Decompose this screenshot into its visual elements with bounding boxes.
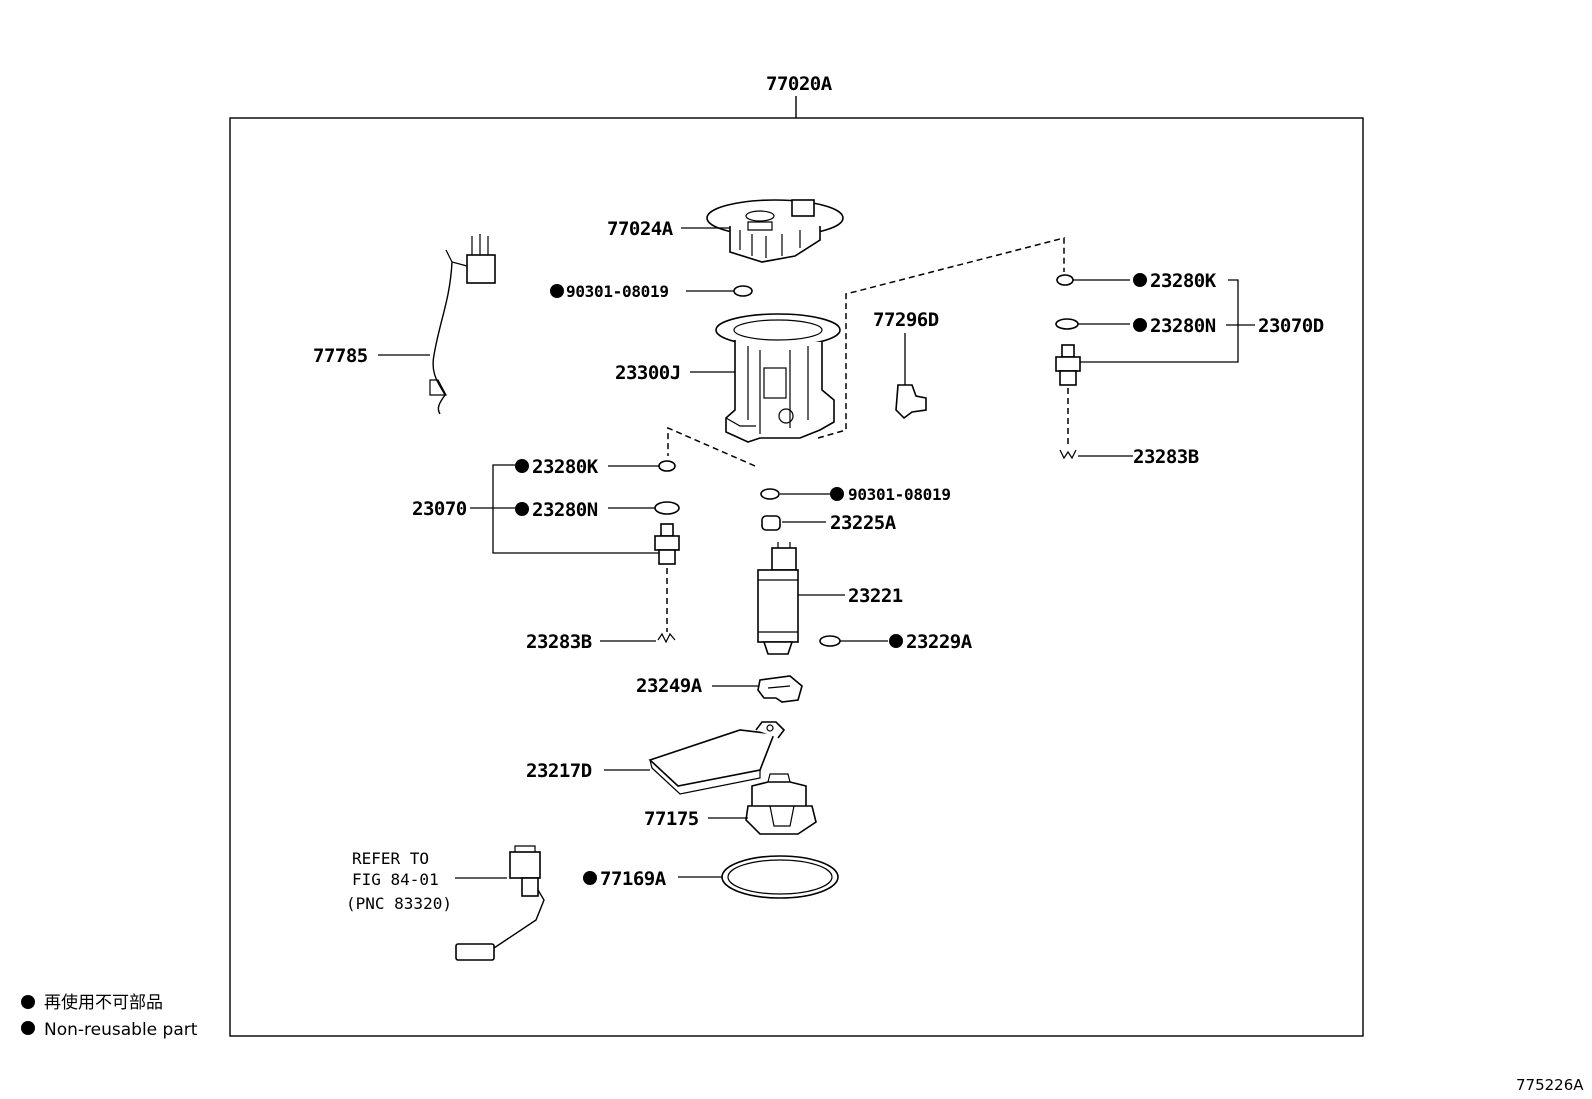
part-77296D-drawing[interactable]: [895, 384, 927, 420]
label-77024A[interactable]: 77024A: [607, 218, 674, 240]
label-77175[interactable]: 77175: [644, 808, 699, 830]
label-23280N-right[interactable]: 23280N: [1150, 315, 1216, 337]
part-83320-sender-gauge-drawing[interactable]: [455, 845, 545, 961]
part-77175-drawing[interactable]: [745, 773, 817, 835]
oring-23280N-right: [1055, 318, 1079, 330]
part-23300J-drawing[interactable]: [715, 313, 841, 443]
label-23229A[interactable]: 23229A: [906, 631, 973, 653]
legend-japanese: 再使用不可部品: [44, 992, 163, 1013]
part-23249A-drawing[interactable]: [757, 675, 803, 703]
refer-text-line3: (PNC 83320): [346, 894, 452, 913]
label-23070[interactable]: 23070: [412, 498, 467, 520]
part-23225A-drawing[interactable]: [761, 515, 781, 531]
figure-code: 775226A: [1516, 1076, 1584, 1094]
refer-text-line1: REFER TO: [352, 849, 429, 868]
label-23249A[interactable]: 23249A: [636, 675, 703, 697]
label-23221[interactable]: 23221: [848, 585, 903, 607]
clip-23283B-right: [1059, 449, 1077, 460]
refer-text-line2: FIG 84-01: [352, 870, 439, 889]
clip-23283B-left: [657, 632, 676, 644]
oring-90301-top: [733, 285, 753, 297]
label-23300J[interactable]: 23300J: [615, 362, 681, 384]
label-23280N-left[interactable]: 23280N: [532, 499, 598, 521]
label-23280K-left[interactable]: 23280K: [532, 456, 599, 478]
label-23217D[interactable]: 23217D: [526, 760, 592, 782]
clip-23229A: [819, 635, 841, 647]
label-23283B-left[interactable]: 23283B: [526, 631, 592, 653]
part-77785-drawing[interactable]: [429, 234, 496, 415]
part-23217D-drawing[interactable]: [648, 721, 786, 795]
legend-english: Non-reusable part: [44, 1020, 198, 1040]
label-90301-08019-top[interactable]: 90301-08019: [566, 282, 669, 301]
part-23070D-injector-drawing[interactable]: [1055, 344, 1081, 386]
label-23283B-right[interactable]: 23283B: [1133, 446, 1199, 468]
oring-23280K-right: [1056, 274, 1074, 286]
label-90301-08019-mid[interactable]: 90301-08019: [848, 485, 951, 504]
oring-23280K-left: [658, 460, 676, 472]
oring-23280N-left: [654, 501, 680, 515]
label-23225A[interactable]: 23225A: [830, 512, 897, 534]
part-23221-drawing[interactable]: [757, 542, 799, 655]
label-77020A[interactable]: 77020A: [766, 73, 833, 95]
part-23070-injector-drawing[interactable]: [654, 523, 680, 565]
label-77785[interactable]: 77785: [313, 345, 368, 367]
label-23070D[interactable]: 23070D: [1258, 315, 1324, 337]
label-23280K-right[interactable]: 23280K: [1150, 270, 1217, 292]
gasket-77169A-drawing[interactable]: [721, 855, 839, 899]
label-77169A[interactable]: 77169A: [600, 868, 667, 890]
oring-90301-mid: [760, 488, 780, 500]
label-77296D[interactable]: 77296D: [873, 309, 939, 331]
part-77024A-drawing[interactable]: [706, 199, 844, 263]
